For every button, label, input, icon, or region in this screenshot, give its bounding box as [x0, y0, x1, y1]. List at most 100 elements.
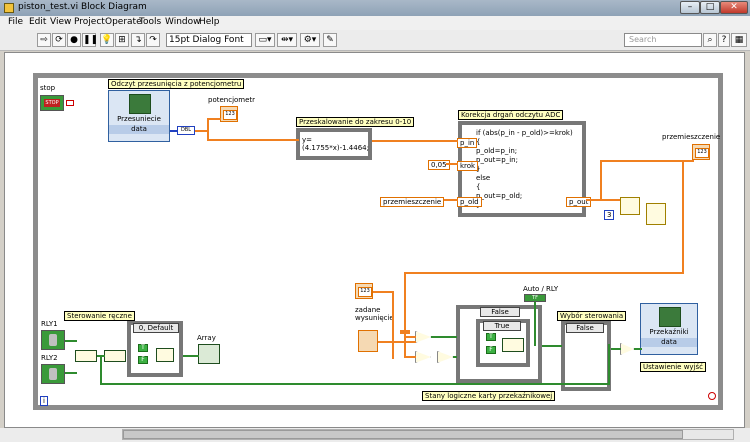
wire-bool — [542, 345, 562, 347]
array-indicator — [198, 344, 220, 364]
run-arrow-icon[interactable]: ⇨ — [37, 33, 51, 47]
zadane-label: zadane wysunięcie — [355, 306, 394, 322]
reorder-icon[interactable]: ⚙▾ — [300, 33, 320, 47]
numeric-indicator-glyph-2: 123 — [695, 148, 709, 158]
horizontal-scrollbar[interactable] — [122, 429, 734, 440]
case-selector-inner[interactable]: True — [483, 321, 521, 331]
pause-icon[interactable]: ❚❚ — [82, 33, 99, 47]
maximize-button[interactable]: □ — [700, 1, 720, 14]
korekcja-label: Korekcja drgań odczytu ADC — [458, 110, 564, 120]
menu-edit[interactable]: Edit — [29, 17, 47, 27]
build-array-inner[interactable] — [502, 338, 524, 352]
bool-const-a[interactable]: T — [486, 333, 496, 341]
toolbar: ⇨ ⟳ ● ❚❚ 💡 ⊞ ↴ ↷ 15pt Dialog Font ▭▾ ⇹▾ … — [0, 30, 750, 51]
stop-terminal[interactable]: STOP — [40, 95, 64, 111]
close-button[interactable]: ✕ — [720, 1, 748, 14]
constant-3[interactable]: 3 — [604, 210, 615, 220]
wire — [404, 356, 416, 358]
array-to-number-node[interactable] — [104, 350, 126, 362]
zadane-indicator: 123 — [355, 283, 373, 299]
wire-bool — [431, 336, 457, 338]
przesuniecie-frame-label: Odczyt przesunięcia z potencjometru — [108, 79, 245, 89]
search-input[interactable]: Search — [624, 33, 702, 47]
font-dropdown[interactable]: 15pt Dialog Font — [166, 33, 252, 47]
przemieszczenie-local-variable[interactable]: przemieszczenie — [380, 197, 445, 207]
krok-constant[interactable]: 0,05 — [428, 160, 450, 170]
case-selector-outer[interactable]: False — [480, 307, 520, 317]
wire — [600, 160, 602, 200]
auto-label: Auto / RLY — [523, 285, 559, 293]
wire — [404, 336, 416, 338]
menu-file[interactable]: File — [8, 17, 24, 27]
search-icon[interactable]: ⌕ — [703, 33, 717, 47]
przesuniecie-title: Przesuniecie — [117, 115, 161, 123]
run-continuously-icon[interactable]: ⟳ — [52, 33, 66, 47]
bool-const-b[interactable]: F — [486, 346, 496, 354]
step-into-icon[interactable]: ↴ — [131, 33, 145, 47]
wire-bool — [65, 340, 77, 342]
help-icon[interactable]: ? — [718, 33, 730, 47]
p-in-terminal: p_in — [457, 138, 478, 148]
ustawienie-label: Ustawienie wyjść — [640, 362, 707, 372]
minimize-button[interactable]: – — [680, 1, 700, 14]
menu-window[interactable]: Window — [165, 17, 201, 27]
przekazniki-subvi[interactable]: Przekaźniki data — [640, 303, 698, 355]
p-out-terminal: p_out — [566, 197, 592, 207]
menu-view[interactable]: View — [50, 17, 72, 27]
wire — [207, 118, 221, 120]
rly2-label: RLY2 — [41, 354, 58, 362]
formula-text: y=(4.1755*x)-1.4464; — [302, 136, 369, 152]
rly1-control[interactable] — [41, 330, 65, 350]
vi-icon — [4, 3, 14, 13]
cleanup-diagram-icon[interactable]: ✎ — [323, 33, 337, 47]
highlight-execution-icon[interactable]: 💡 — [100, 33, 114, 47]
wire — [446, 163, 458, 165]
przemieszczenie-indicator: 123 — [692, 144, 710, 160]
formula-node[interactable]: y=(4.1755*x)-1.4464; — [296, 128, 372, 160]
p-old-terminal: p_old — [457, 197, 482, 207]
stop-button-glyph: STOP — [44, 99, 60, 107]
step-over-icon[interactable]: ↷ — [146, 33, 160, 47]
menu-project[interactable]: Project — [74, 17, 105, 27]
true-constant[interactable]: T — [138, 344, 148, 352]
wire — [586, 199, 620, 201]
menu-bar: File Edit View Project Operate Tools Win… — [0, 16, 750, 30]
przesuniecie-subvi[interactable]: Przesuniecie data — [108, 90, 170, 142]
menu-operate[interactable]: Operate — [105, 17, 142, 27]
wire — [195, 130, 207, 132]
menu-help[interactable]: Help — [199, 17, 220, 27]
false-constant[interactable]: F — [138, 356, 148, 364]
auto-control[interactable]: TF — [524, 294, 546, 302]
wire-bool — [100, 356, 102, 384]
wire — [404, 272, 406, 358]
rly1-label: RLY1 — [41, 320, 58, 328]
przekazniki-title: Przekaźniki — [649, 328, 689, 336]
while-loop[interactable] — [33, 73, 723, 410]
loop-iteration-terminal: i — [40, 396, 48, 406]
case-selector-1[interactable]: 0, Default — [133, 323, 179, 333]
index-array-node[interactable] — [646, 203, 666, 225]
rly2-control[interactable] — [41, 364, 65, 384]
numeric-indicator-glyph-3: 123 — [358, 287, 372, 297]
distribute-objects-icon[interactable]: ⇹▾ — [277, 33, 297, 47]
build-array-bool[interactable] — [75, 350, 97, 362]
case-selector-wybor[interactable]: False — [566, 323, 604, 333]
wire-bool — [183, 355, 199, 357]
wybor-label: Wybór sterowania — [557, 311, 627, 321]
align-objects-icon[interactable]: ▭▾ — [255, 33, 275, 47]
abort-icon[interactable]: ● — [67, 33, 81, 47]
przesuniecie-data: data — [109, 125, 169, 134]
retain-wire-values-icon[interactable]: ⊞ — [115, 33, 129, 47]
wire — [600, 160, 694, 162]
build-array-case[interactable] — [156, 348, 174, 362]
wire-bool — [453, 356, 457, 358]
zadane-knob-control[interactable] — [358, 330, 378, 352]
scrollbar-thumb[interactable] — [123, 430, 683, 439]
wire — [207, 139, 299, 141]
convert-node[interactable]: DBL — [177, 126, 195, 135]
menu-tools[interactable]: Tools — [139, 17, 162, 27]
stop-label: stop — [40, 84, 56, 92]
loop-condition-terminal[interactable] — [708, 392, 716, 400]
build-array-node[interactable] — [620, 197, 640, 215]
